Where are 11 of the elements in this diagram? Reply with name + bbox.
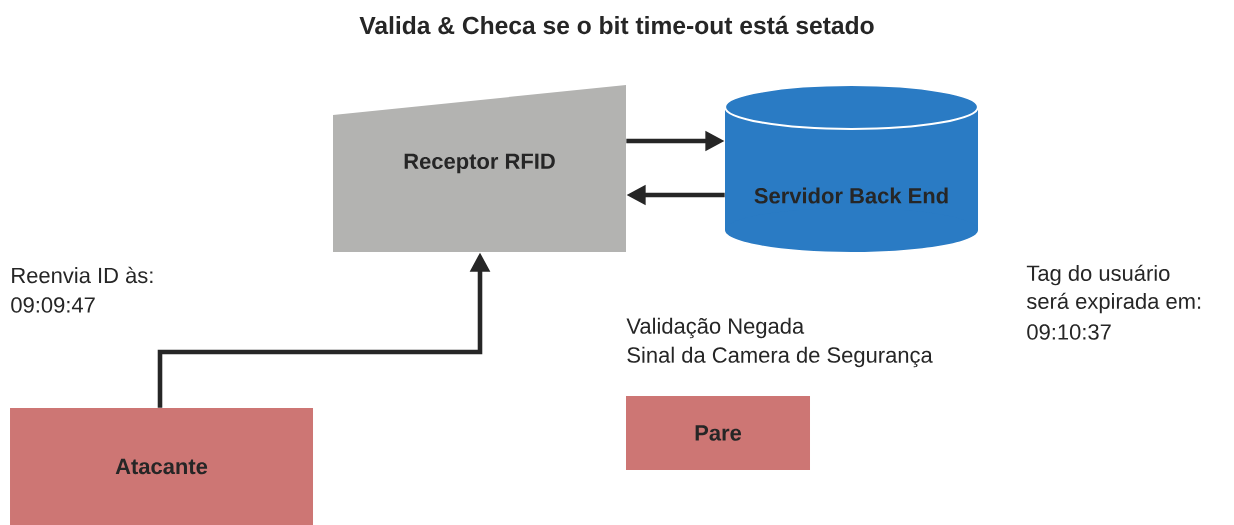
note-text: será expirada em: xyxy=(1026,292,1201,314)
process-box: Atacante xyxy=(10,408,313,525)
process-box: Pare xyxy=(626,396,810,470)
note-text: 09:10:37 xyxy=(1027,324,1111,340)
note-text: 09:09:47 xyxy=(11,297,95,313)
title: Valida & Checa se o bit time-out está setado xyxy=(359,15,874,35)
note-text: Reenvia ID às: xyxy=(12,266,153,284)
note-text: Validação Negada xyxy=(626,317,805,339)
note-text: Sinal da Camera de Segurança xyxy=(627,346,933,368)
database-cylinder: Servidor Back End xyxy=(723,83,980,252)
note-text: Tag do usuário xyxy=(1026,264,1170,286)
